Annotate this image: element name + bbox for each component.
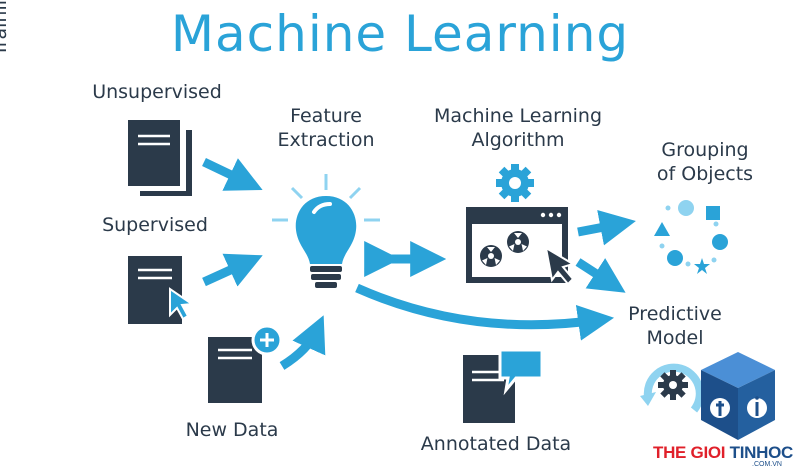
arrow-feature-to-predictive: [355, 283, 615, 341]
watermark-brand: THE GIOI TINHOC: [653, 443, 793, 463]
unsupervised-label: Unsupervised: [92, 81, 222, 103]
predictive-model-label-line2: Model: [646, 327, 704, 349]
watermark-part2: TINHOC: [729, 443, 794, 462]
supervised-label: Supervised: [102, 214, 208, 236]
watermark-sub: .COM.VN: [752, 461, 782, 468]
logo-cube-icon: [701, 352, 775, 440]
grouping-label-line2: of Objects: [656, 163, 754, 185]
refresh-gear-icon: [640, 363, 704, 413]
radiation-icon-right: [507, 231, 529, 253]
page-title: Machine Learning: [170, 5, 630, 63]
watermark-part1: THE GIOI: [653, 443, 730, 462]
browser-window-icon: [466, 207, 576, 286]
annotated-data-label: Annotated Data: [420, 433, 572, 455]
document-cursor-icon: [128, 256, 195, 324]
algorithm-label-line1: Machine Learning: [433, 105, 603, 127]
document-stack-icon: [128, 120, 192, 196]
document-plus-icon: [208, 324, 283, 403]
radiation-icon-left: [480, 245, 502, 267]
feature-extraction-label-line1: Feature: [290, 105, 362, 127]
grouping-label-line1: Grouping: [661, 139, 749, 161]
cursor-icon: [544, 246, 576, 286]
gear-icon: [496, 164, 534, 202]
arrow-unsupervised-to-feature: [202, 157, 263, 191]
training-set-text: Training Set: [0, 0, 11, 57]
algorithm-label-line2: Algorithm: [471, 129, 565, 151]
arrow-supervised-to-feature: [202, 253, 263, 287]
input-arrows: [202, 157, 326, 370]
new-data-label: New Data: [185, 419, 279, 441]
shape-cluster-icon: [654, 200, 728, 274]
arrow-algorithm-to-predictive: [575, 258, 626, 293]
predictive-model-label-line1: Predictive: [628, 303, 722, 325]
arrow-newdata-to-feature: [279, 315, 326, 370]
lightbulb-icon: [272, 174, 380, 288]
document-speech-icon: [463, 348, 544, 423]
feature-extraction-label-line2: Extraction: [277, 129, 375, 151]
arrow-algorithm-to-grouping: [577, 210, 636, 246]
